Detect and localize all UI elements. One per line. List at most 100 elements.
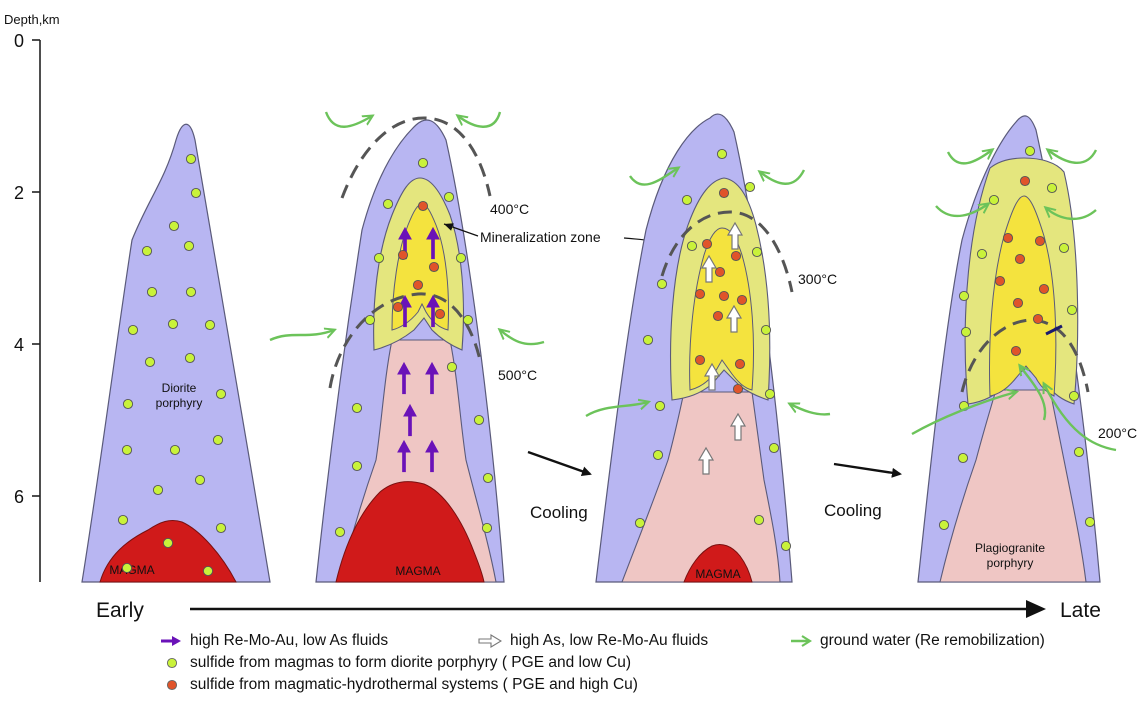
green-sulfide-dot (761, 325, 770, 334)
stage-3-cooling: MAGMA 300°C (596, 114, 837, 582)
green-sulfide-dot (195, 475, 204, 484)
green-sulfide-dot (191, 188, 200, 197)
timeline-start: Early (96, 599, 144, 622)
green-sulfide-dot (205, 320, 214, 329)
green-sulfide-dot (682, 195, 691, 204)
red-sulfide-dot (713, 311, 722, 320)
red-sulfide-dot (393, 302, 402, 311)
stage-4-rock-label-line1: Plagiogranite (975, 541, 1045, 555)
green-sulfide-dot (754, 515, 763, 524)
red-sulfide-dot (737, 295, 746, 304)
groundwater-arrow (790, 404, 830, 414)
green-sulfide-dot (184, 241, 193, 250)
green-sulfide-dot (186, 154, 195, 163)
green-sulfide-dot (635, 518, 644, 527)
red-sulfide-dot (719, 188, 728, 197)
groundwater-arrow (1048, 150, 1096, 163)
legend-item-green-dot: sulfide from magmas to form diorite porp… (166, 654, 631, 672)
green-sulfide-dot (989, 195, 998, 204)
green-arrow-icon (790, 634, 812, 648)
stage-2-magma-label: MAGMA (395, 564, 440, 578)
stage-2-temp-400: 400°C (490, 201, 529, 217)
green-sulfide-dot (765, 389, 774, 398)
stage-2-temp-500: 500°C (498, 367, 537, 383)
green-sulfide-dot (118, 515, 127, 524)
red-sulfide-dot (413, 280, 422, 289)
green-sulfide-dot (717, 149, 726, 158)
stage-1-rock-label-line1: Diorite (162, 381, 197, 395)
green-sulfide-dot (657, 279, 666, 288)
green-sulfide-dot (170, 445, 179, 454)
depth-tick-4: 4 (14, 335, 24, 355)
green-sulfide-dot (1047, 183, 1056, 192)
green-sulfide-dot (123, 399, 132, 408)
red-sulfide-dot (702, 239, 711, 248)
green-sulfide-dot (163, 538, 172, 547)
green-sulfide-dot (752, 247, 761, 256)
stage-1-magma-label: MAGMA (109, 563, 154, 577)
green-sulfide-dot (655, 401, 664, 410)
red-sulfide-dot (418, 201, 427, 210)
legend-item-red-dot: sulfide from magmatic-hydrothermal syste… (166, 676, 638, 694)
legend-green-arrow-text: ground water (Re remobilization) (820, 632, 1045, 650)
green-sulfide-dot (185, 353, 194, 362)
stage-3-magma-label: MAGMA (695, 567, 740, 581)
red-sulfide-dot (995, 276, 1004, 285)
depth-axis: Depth,km 0 2 4 6 (4, 12, 60, 582)
green-sulfide-dot (781, 541, 790, 550)
green-sulfide-dot (1074, 447, 1083, 456)
green-sulfide-dot (456, 253, 465, 262)
green-sulfide-dot (203, 566, 212, 575)
green-sulfide-dot (977, 249, 986, 258)
timeline-end: Late (1060, 599, 1101, 622)
red-sulfide-dot (731, 251, 740, 260)
legend-item-white-arrow: high As, low Re-Mo-Au fluids (478, 632, 708, 650)
green-sulfide-dot (142, 246, 151, 255)
legend-white-arrow-text: high As, low Re-Mo-Au fluids (510, 632, 708, 650)
stage-4-rock-label-line2: porphyry (987, 556, 1034, 570)
green-sulfide-dot (186, 287, 195, 296)
green-sulfide-dot (168, 319, 177, 328)
green-sulfide-dot (122, 563, 131, 572)
green-sulfide-dot (447, 362, 456, 371)
green-sulfide-dot (444, 192, 453, 201)
red-sulfide-dot (1039, 284, 1048, 293)
depth-tick-6: 6 (14, 487, 24, 507)
red-sulfide-dot (1020, 176, 1029, 185)
stage-1-diorite-porphyry: Diorite porphyry MAGMA (82, 124, 270, 582)
green-sulfide-dot (687, 241, 696, 250)
red-sulfide-dot (1011, 346, 1020, 355)
depth-axis-title: Depth,km (4, 12, 60, 27)
groundwater-arrow (760, 170, 804, 184)
groundwater-arrow (948, 150, 992, 163)
stage-4-late: Plagiogranite porphyry 200°C (918, 116, 1137, 582)
green-sulfide-dot (483, 473, 492, 482)
green-sulfide-dot (643, 335, 652, 344)
green-sulfide-dot (365, 315, 374, 324)
green-sulfide-dot (352, 403, 361, 412)
red-sulfide-dot (1033, 314, 1042, 323)
green-sulfide-dot (958, 453, 967, 462)
depth-tick-2: 2 (14, 183, 24, 203)
cooling-transition-2: Cooling (824, 464, 900, 520)
legend-purple-arrow-text: high Re-Mo-Au, low As fluids (190, 632, 388, 650)
green-sulfide-dot (383, 199, 392, 208)
green-sulfide-dot (959, 291, 968, 300)
stage-4-temp-200: 200°C (1098, 425, 1137, 441)
red-sulfide-dot (733, 384, 742, 393)
green-sulfide-dot (1069, 391, 1078, 400)
green-sulfide-dot (745, 182, 754, 191)
green-sulfide-dot (474, 415, 483, 424)
green-sulfide-dot (147, 287, 156, 296)
groundwater-arrow (326, 112, 372, 127)
green-sulfide-dot (352, 461, 361, 470)
groundwater-arrow (458, 112, 500, 127)
green-sulfide-dot (122, 445, 131, 454)
red-dot-icon (166, 678, 182, 692)
green-sulfide-dot (128, 325, 137, 334)
red-sulfide-dot (695, 355, 704, 364)
cooling-label-1: Cooling (530, 503, 588, 522)
timeline: Early Late (96, 599, 1101, 622)
red-sulfide-dot (1003, 233, 1012, 242)
green-sulfide-dot (216, 523, 225, 532)
